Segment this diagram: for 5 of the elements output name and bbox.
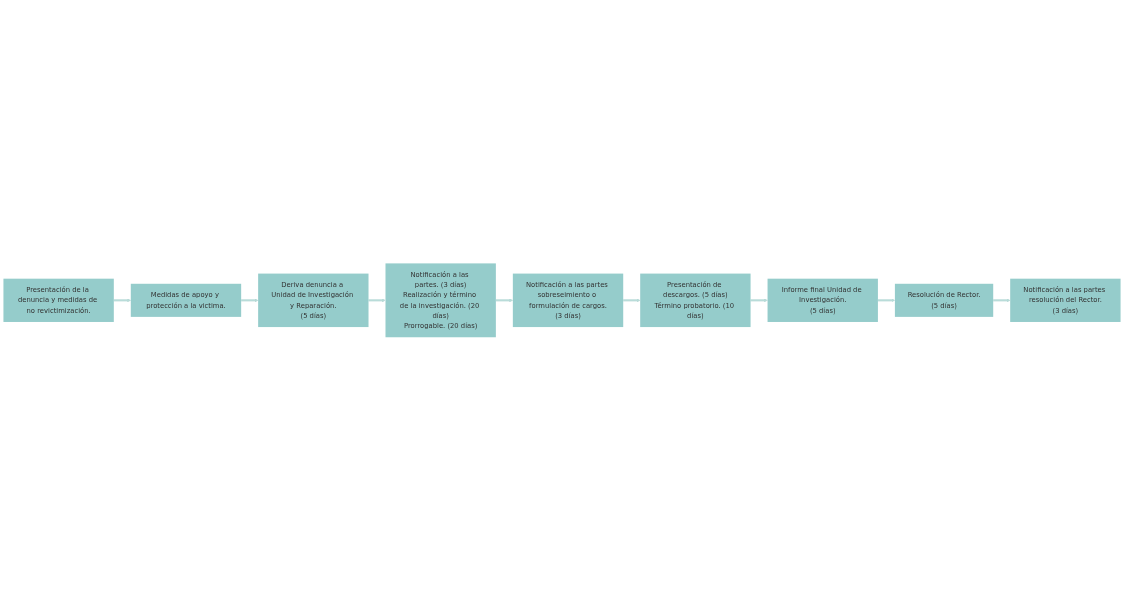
arrow [241, 298, 259, 303]
arrow [623, 298, 641, 303]
arrow [993, 298, 1011, 303]
arrow [750, 298, 768, 303]
arrow [877, 298, 896, 303]
